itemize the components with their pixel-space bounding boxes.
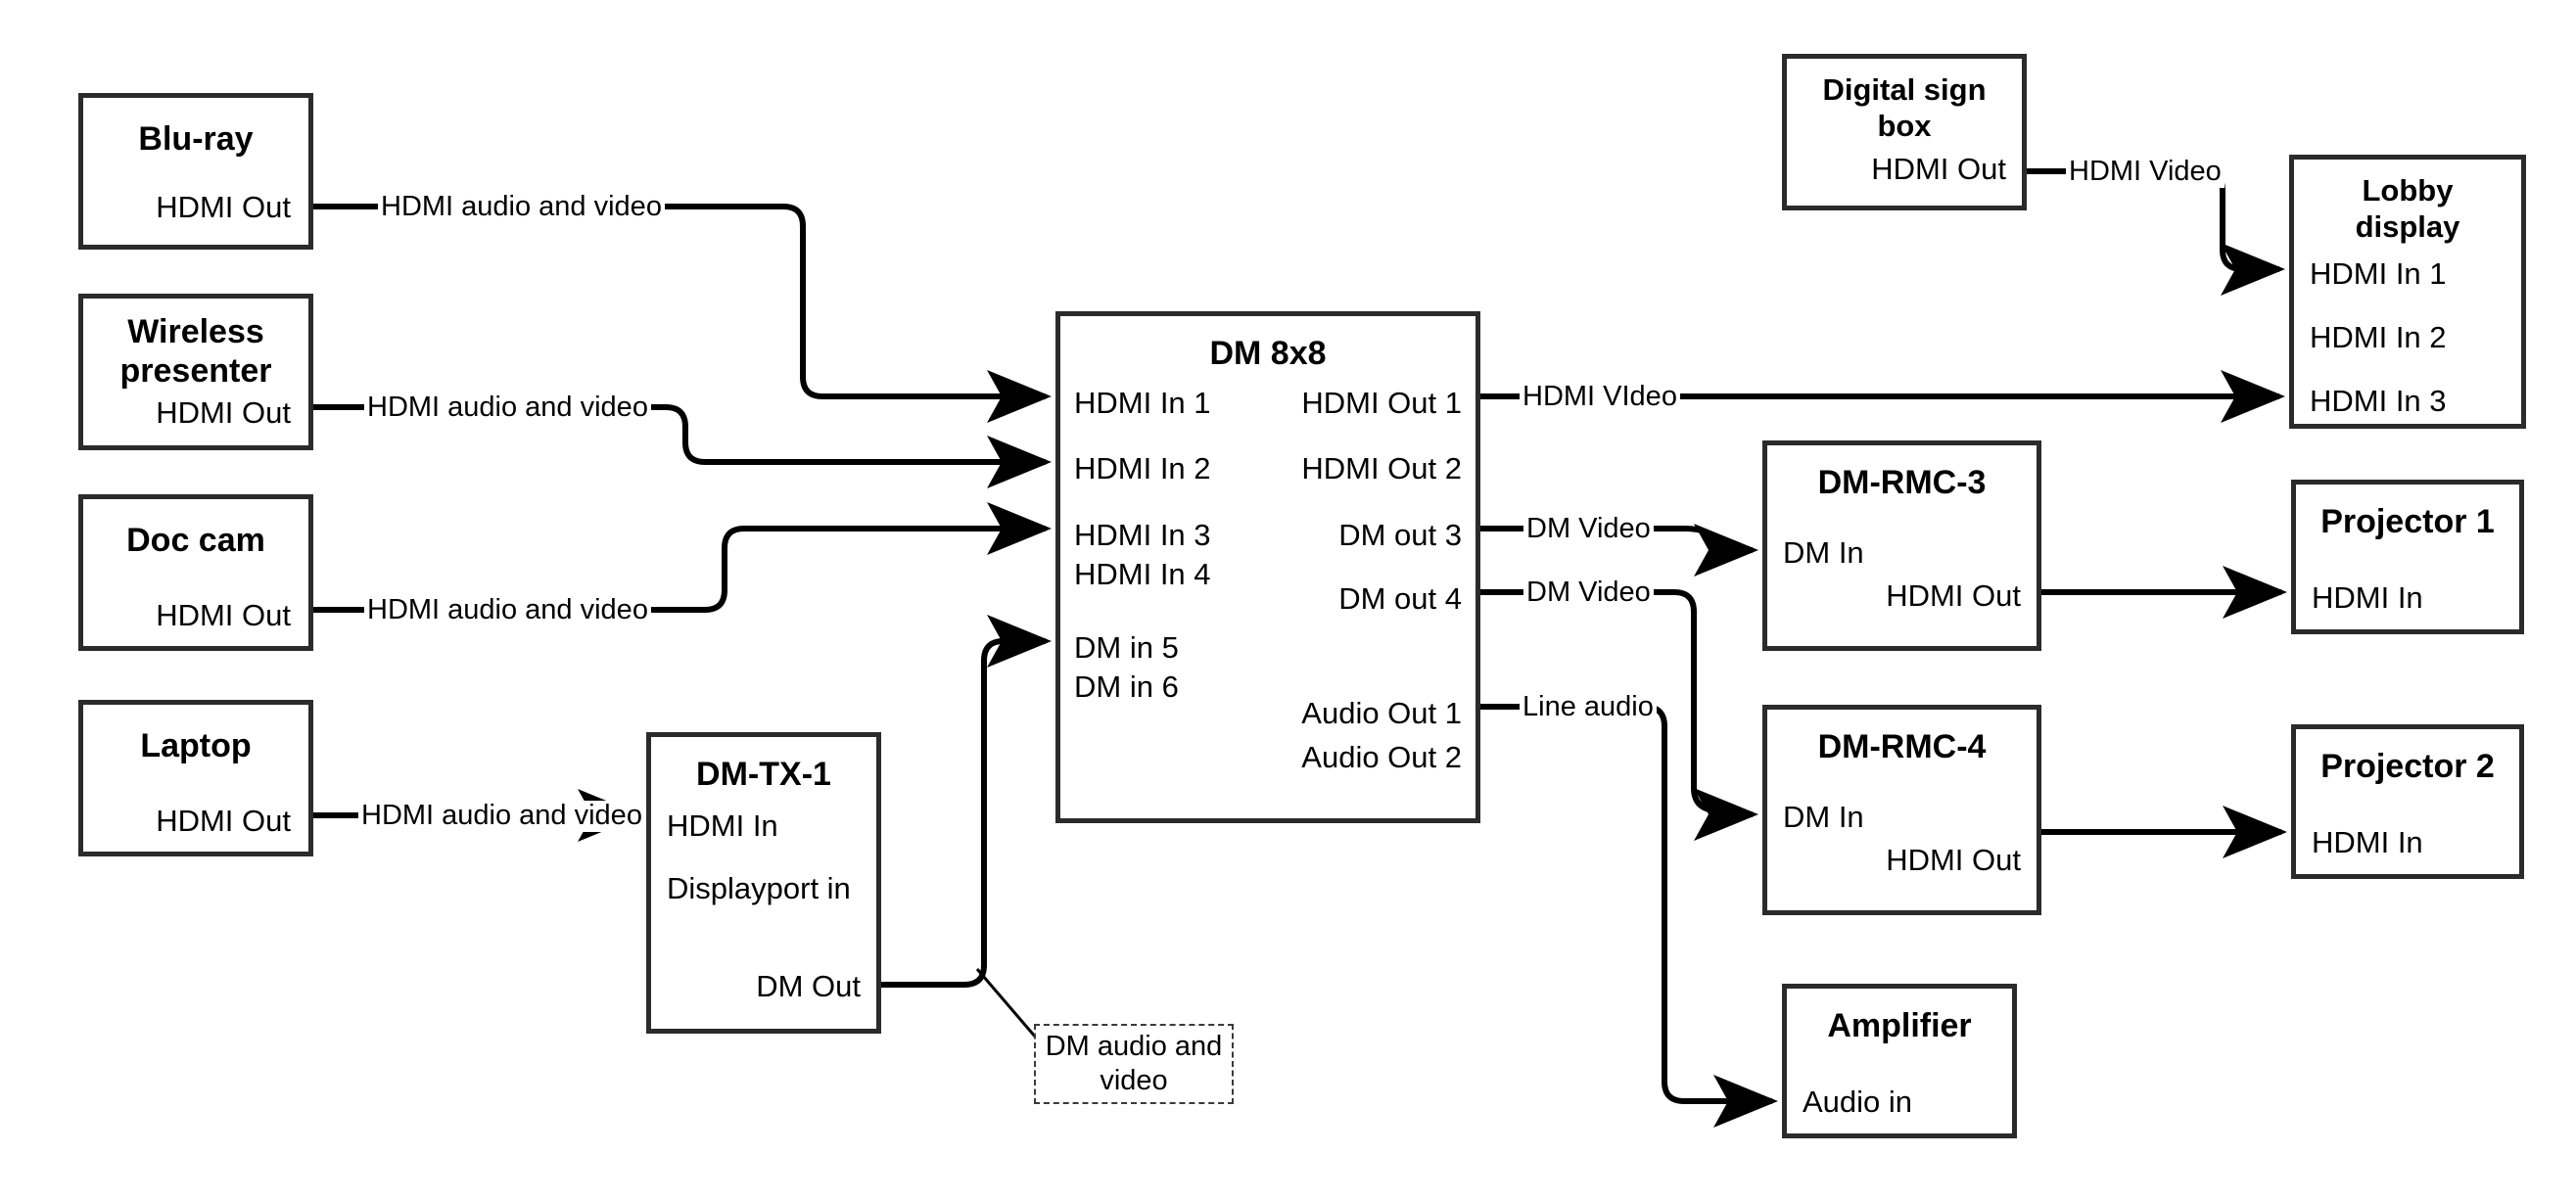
node-amplifier[interactable]: Amplifier Audio in (1782, 984, 2017, 1138)
node-dm-8x8-port-audio-out-2[interactable]: Audio Out 2 (1301, 740, 1462, 774)
node-lobby-display-port-hdmi-in-1[interactable]: HDMI In 1 (2310, 256, 2447, 291)
node-dm-tx-1[interactable]: DM-TX-1 HDMI In Displayport in DM Out (646, 732, 881, 1034)
node-dm-8x8-port-hdmi-out-2[interactable]: HDMI Out 2 (1301, 451, 1462, 485)
node-bluray[interactable]: Blu-ray HDMI Out (78, 93, 313, 250)
node-dm-tx-1-port-dm-out[interactable]: DM Out (756, 969, 861, 1003)
node-dm-rmc-4-port-dm-in[interactable]: DM In (1783, 800, 1864, 834)
edge-label-bluray-to-dm8x8-in1: HDMI audio and video (378, 191, 665, 223)
node-projector-1-port-hdmi-in[interactable]: HDMI In (2312, 580, 2423, 615)
node-lobby-display-port-hdmi-in-3[interactable]: HDMI In 3 (2310, 384, 2447, 418)
node-bluray-title: Blu-ray (138, 120, 254, 158)
node-dm-rmc-4-port-hdmi-out[interactable]: HDMI Out (1886, 843, 2021, 877)
node-projector-2[interactable]: Projector 2 HDMI In (2291, 724, 2524, 879)
node-doc-cam-port-hdmi-out[interactable]: HDMI Out (156, 598, 291, 632)
node-wireless-presenter-port-hdmi-out[interactable]: HDMI Out (156, 395, 291, 430)
node-dm-rmc-4[interactable]: DM-RMC-4 DM In HDMI Out (1762, 705, 2041, 915)
node-dm-8x8-port-dm-out-4[interactable]: DM out 4 (1338, 581, 1462, 616)
callout-leader-line (975, 968, 1038, 1039)
node-dm-8x8-port-hdmi-in-3[interactable]: HDMI In 3 (1074, 518, 1211, 552)
node-wireless-presenter-title: Wireless presenter (119, 313, 272, 391)
node-amplifier-port-audio-in[interactable]: Audio in (1803, 1085, 1913, 1119)
node-dm-8x8-port-audio-out-1[interactable]: Audio Out 1 (1301, 696, 1462, 730)
node-dm-rmc-3-port-hdmi-out[interactable]: HDMI Out (1886, 578, 2021, 613)
node-dm-8x8-port-hdmi-out-1[interactable]: HDMI Out 1 (1301, 386, 1462, 420)
node-dm-8x8-port-dm-in-5[interactable]: DM in 5 (1074, 630, 1179, 665)
node-digital-sign-box-port-hdmi-out[interactable]: HDMI Out (1871, 152, 2006, 186)
node-dm-8x8-port-dm-out-3[interactable]: DM out 3 (1338, 518, 1462, 552)
node-dm-tx-1-title: DM-TX-1 (696, 756, 831, 793)
edge-label-dm8x8-out3-to-dmrmc3: DM Video (1523, 513, 1654, 545)
edge-label-wireless-to-dm8x8-in2: HDMI audio and video (364, 392, 651, 424)
node-doc-cam-title: Doc cam (126, 522, 265, 559)
node-laptop-port-hdmi-out[interactable]: HDMI Out (156, 804, 291, 838)
edge-label-dm8x8-out4-to-dmrmc4: DM Video (1523, 577, 1654, 609)
node-digital-sign-box[interactable]: Digital sign box HDMI Out (1782, 54, 2027, 210)
node-lobby-display-title: Lobby display (2355, 173, 2460, 244)
edge-label-doccam-to-dm8x8-in3: HDMI audio and video (364, 594, 651, 626)
edge-label-audioout1-to-amplifier: Line audio (1520, 691, 1657, 723)
node-dm-8x8-port-hdmi-in-2[interactable]: HDMI In 2 (1074, 451, 1211, 485)
node-amplifier-title: Amplifier (1827, 1007, 1972, 1044)
node-dm-8x8-title: DM 8x8 (1209, 335, 1327, 372)
node-wireless-presenter[interactable]: Wireless presenter HDMI Out (78, 294, 313, 450)
wire-dmtx1-to-dm8x8-in5 (881, 615, 1052, 988)
node-projector-1-title: Projector 1 (2320, 503, 2495, 540)
callout-dm-audio-and-video-text: DM audio and video (1045, 1031, 1223, 1096)
wire-bluray-to-dm8x8-in1 (313, 204, 1052, 423)
node-projector-2-title: Projector 2 (2320, 748, 2495, 785)
edge-label-dm8x8-out1-to-lobby: HDMI VIdeo (1520, 381, 1680, 413)
node-digital-sign-box-title: Digital sign box (1822, 72, 1987, 143)
node-lobby-display-port-hdmi-in-2[interactable]: HDMI In 2 (2310, 320, 2447, 354)
node-lobby-display[interactable]: Lobby display HDMI In 1 HDMI In 2 HDMI I… (2289, 155, 2526, 429)
wire-dm8x8-audioout1-to-amplifier (1480, 704, 1778, 1128)
node-bluray-port-hdmi-out[interactable]: HDMI Out (156, 190, 291, 224)
node-projector-1[interactable]: Projector 1 HDMI In (2291, 480, 2524, 634)
edge-label-digitalsign-to-lobby: HDMI Video (2066, 156, 2225, 188)
node-dm-8x8-port-dm-in-6[interactable]: DM in 6 (1074, 670, 1179, 704)
node-dm-rmc-3-title: DM-RMC-3 (1817, 464, 1987, 501)
node-laptop[interactable]: Laptop HDMI Out (78, 700, 313, 856)
node-dm-8x8-port-hdmi-in-1[interactable]: HDMI In 1 (1074, 386, 1211, 420)
node-dm-rmc-3[interactable]: DM-RMC-3 DM In HDMI Out (1762, 440, 2041, 651)
node-dm-tx-1-port-displayport-in[interactable]: Displayport in (667, 871, 851, 905)
node-laptop-title: Laptop (140, 727, 252, 764)
node-dm-8x8-port-hdmi-in-4[interactable]: HDMI In 4 (1074, 557, 1211, 591)
node-doc-cam[interactable]: Doc cam HDMI Out (78, 494, 313, 651)
edge-label-laptop-to-dmtx1: HDMI audio and video (358, 800, 645, 832)
node-projector-2-port-hdmi-in[interactable]: HDMI In (2312, 825, 2423, 859)
node-dm-rmc-3-port-dm-in[interactable]: DM In (1783, 535, 1864, 570)
node-dm-8x8[interactable]: DM 8x8 HDMI In 1 HDMI In 2 HDMI In 3 HDM… (1055, 311, 1480, 823)
node-dm-tx-1-port-hdmi-in[interactable]: HDMI In (667, 808, 778, 843)
callout-dm-audio-and-video: DM audio and video (1034, 1024, 1234, 1104)
node-dm-rmc-4-title: DM-RMC-4 (1817, 728, 1987, 765)
